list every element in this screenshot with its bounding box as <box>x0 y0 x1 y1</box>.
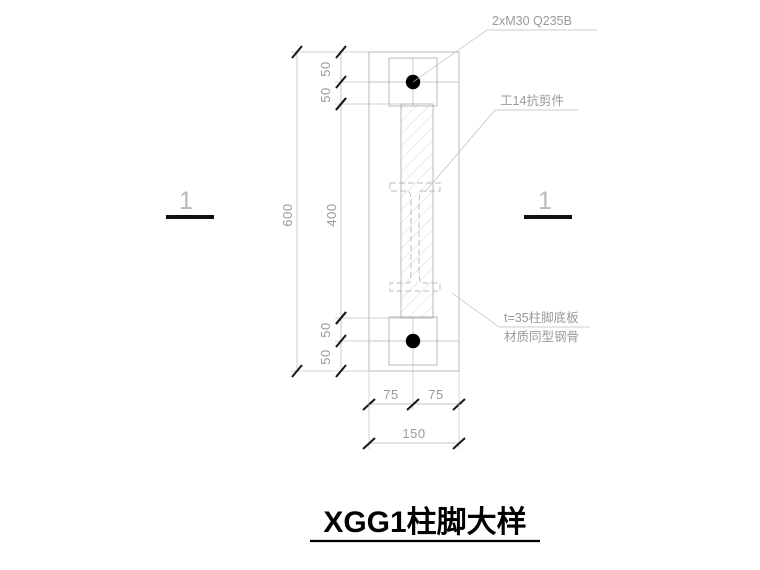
annotation-base-plate: t=35柱脚底板 材质同型钢骨 <box>451 292 590 344</box>
annotation-anchor-bolt: 2xM30 Q235B <box>412 14 597 83</box>
dim-600-label: 600 <box>280 203 295 226</box>
dim-75-left: 75 <box>383 387 398 402</box>
section-marker-right-label: 1 <box>538 187 552 215</box>
annotation-shear-connector-text: 工14抗剪件 <box>500 93 564 108</box>
dimension-75-75: 75 75 <box>362 365 466 411</box>
drawing-title: XGG1柱脚大样 <box>323 506 526 539</box>
annotation-anchor-bolt-text: 2xM30 Q235B <box>492 14 572 28</box>
section-marker-right: 1 <box>524 187 572 219</box>
section-marker-left-label: 1 <box>179 187 193 215</box>
dimension-overall-height: 600 <box>280 45 369 378</box>
annotation-base-plate-text-line2: 材质同型钢骨 <box>504 330 579 344</box>
dim-bottom-50-a: 50 <box>318 322 333 337</box>
dim-75-right: 75 <box>428 387 443 402</box>
drawing-title-group: XGG1柱脚大样 <box>310 506 540 543</box>
base-plate-outline <box>368 51 460 372</box>
annotation-shear-connector: 工14抗剪件 <box>424 93 578 193</box>
section-marker-right-bar <box>524 215 572 219</box>
dim-top-50-a: 50 <box>318 61 333 76</box>
steel-web-hatched <box>400 103 434 319</box>
annotation-base-plate-text-line1: t=35柱脚底板 <box>504 310 579 325</box>
dimension-bottom-50-50: 50 50 <box>318 311 389 378</box>
dim-150-label: 150 <box>402 426 425 441</box>
section-marker-left-bar <box>166 215 214 219</box>
bolt-head-bottom <box>405 333 421 349</box>
dim-400-label: 400 <box>324 203 339 226</box>
dimension-overall-width: 150 <box>362 404 466 450</box>
dimension-top-50-50: 50 50 <box>318 45 389 111</box>
dimension-inner-height: 400 <box>324 97 401 325</box>
shear-connector-ibeam <box>389 182 441 292</box>
dim-bottom-50-b: 50 <box>318 349 333 364</box>
dim-top-50-b: 50 <box>318 87 333 102</box>
section-marker-left: 1 <box>166 187 214 219</box>
